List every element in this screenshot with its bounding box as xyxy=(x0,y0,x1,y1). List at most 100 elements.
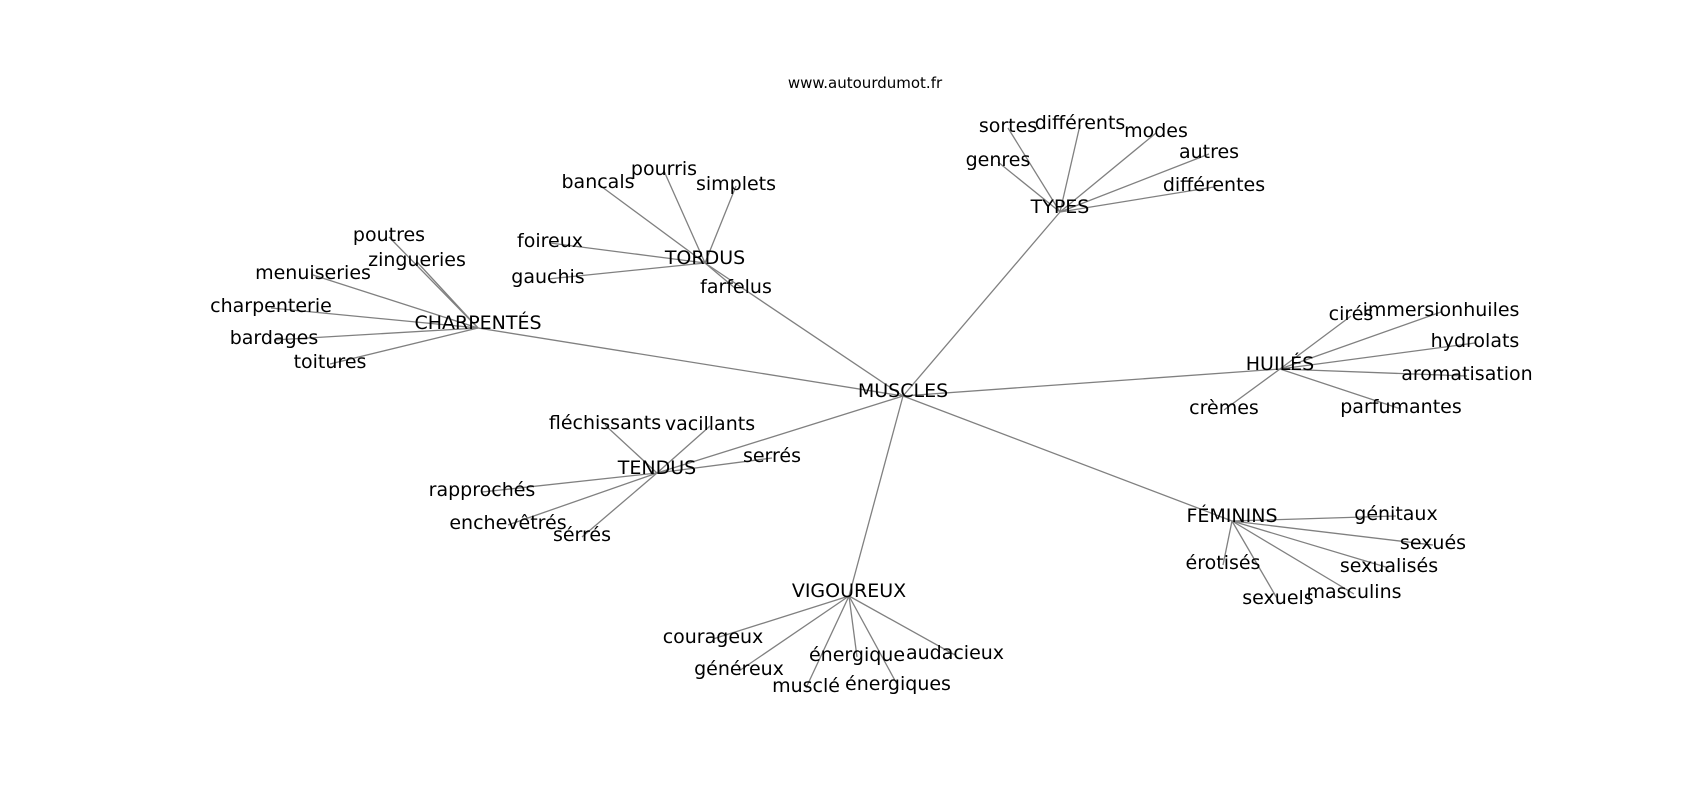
leaf-node-label: énergiques xyxy=(845,673,951,695)
leaf-node-label: pourris xyxy=(631,158,697,180)
leaf-node-label: aromatisation xyxy=(1401,363,1532,385)
leaf-node-label: hydrolats xyxy=(1431,330,1520,352)
edge-feminins-leaf-3 xyxy=(1231,520,1390,569)
edge-root-tordus xyxy=(704,262,904,397)
root-node-label: MUSCLES xyxy=(858,380,948,402)
hub-node-label-tendus: TENDUS xyxy=(617,457,696,479)
edge-vigoureux-leaf-2 xyxy=(848,595,858,658)
edge-huiles-leaf-5 xyxy=(1279,368,1402,410)
leaf-node-label: sexuels xyxy=(1242,587,1313,609)
leaf-node-label: bancals xyxy=(561,171,634,193)
leaf-node-label: sexués xyxy=(1400,532,1466,554)
leaf-node-label: sérrés xyxy=(553,524,611,546)
edge-huiles-leaf-2 xyxy=(1279,342,1476,370)
edge-tordus-leaf-4 xyxy=(547,262,706,280)
edge-vigoureux-leaf-1 xyxy=(738,595,850,672)
leaf-node-label: audacieux xyxy=(906,642,1004,664)
leaf-node-label: gauchis xyxy=(511,266,584,288)
leaf-node-label: autres xyxy=(1179,141,1239,163)
leaf-node-label: masculins xyxy=(1306,581,1401,603)
hub-node-label-vigoureux: VIGOUREUX xyxy=(792,580,906,602)
leaf-node-label: différentes xyxy=(1163,174,1265,196)
edge-types-leaf-5 xyxy=(1059,186,1215,213)
edge-tendus-leaf-2 xyxy=(656,457,773,474)
leaf-node-label: farfelus xyxy=(700,276,772,298)
edge-huiles-leaf-4 xyxy=(1223,368,1281,411)
leaf-node-label: énergique xyxy=(809,644,905,666)
edge-tendus-leaf-0 xyxy=(604,424,658,474)
edge-feminins-leaf-4 xyxy=(1231,520,1355,595)
edge-tordus-leaf-0 xyxy=(597,183,706,264)
leaf-node-label: poutres xyxy=(353,224,425,246)
edge-tendus-leaf-1 xyxy=(656,425,711,474)
edge-tordus-leaf-2 xyxy=(704,185,737,264)
hub-node-label-huiles: HUILÉS xyxy=(1246,352,1314,375)
edge-charpentes-leaf-1 xyxy=(416,261,479,329)
edge-feminins-leaf-5 xyxy=(1231,520,1279,601)
leaf-node-label: crèmes xyxy=(1189,397,1259,419)
edge-feminins-leaf-1 xyxy=(1231,520,1434,546)
edge-huiles-leaf-1 xyxy=(1279,311,1442,370)
leaf-node-label: érotisés xyxy=(1186,552,1261,574)
edge-tordus-leaf-5 xyxy=(704,262,737,290)
edge-charpentes-leaf-2 xyxy=(312,274,479,329)
leaf-node-label: vacillants xyxy=(665,413,755,435)
edge-vigoureux-leaf-5 xyxy=(848,595,899,687)
edge-feminins-leaf-2 xyxy=(1222,520,1233,566)
edge-vigoureux-leaf-0 xyxy=(712,595,850,640)
edge-root-vigoureux xyxy=(848,395,904,597)
leaf-node-label: toitures xyxy=(294,351,367,373)
leaf-node-label: simplets xyxy=(696,173,776,195)
graph-edges xyxy=(270,124,1476,689)
edge-vigoureux-leaf-3 xyxy=(848,595,956,656)
hub-node-label-tordus: TORDUS xyxy=(664,247,745,269)
edge-root-feminins xyxy=(902,395,1233,522)
leaf-node-label: foireux xyxy=(517,230,583,252)
edge-tordus-leaf-3 xyxy=(549,242,706,264)
leaf-node-label: menuiseries xyxy=(255,262,371,284)
leaf-node-label: sexualisés xyxy=(1340,555,1438,577)
edge-tendus-leaf-4 xyxy=(507,472,658,526)
hub-node-label-feminins: FÉMININS xyxy=(1186,504,1277,527)
leaf-node-label: courageux xyxy=(663,626,764,648)
leaf-node-label: génitaux xyxy=(1354,503,1437,525)
edge-tendus-leaf-3 xyxy=(481,472,658,493)
edge-root-huiles xyxy=(902,368,1281,397)
hub-node-label-charpentes: CHARPENTÉS xyxy=(414,311,541,334)
edge-charpentes-leaf-3 xyxy=(270,307,479,329)
leaf-node-label: enchevêtrés xyxy=(449,512,566,534)
leaf-node-label: serrés xyxy=(743,445,801,467)
edge-huiles-leaf-0 xyxy=(1279,315,1352,370)
hub-node-label-types: TYPES xyxy=(1030,196,1090,218)
edge-types-leaf-3 xyxy=(997,161,1061,213)
leaf-node-label: modes xyxy=(1124,120,1188,142)
edge-charpentes-leaf-5 xyxy=(329,327,479,365)
edge-root-types xyxy=(902,211,1061,397)
edge-vigoureux-leaf-4 xyxy=(805,595,850,689)
leaf-node-label: genres xyxy=(966,149,1031,171)
edge-types-leaf-1 xyxy=(1059,124,1081,213)
edge-charpentes-leaf-4 xyxy=(273,327,479,341)
leaf-node-label: charpenterie xyxy=(210,295,332,317)
leaf-node-label: parfumantes xyxy=(1340,396,1461,418)
edge-huiles-leaf-3 xyxy=(1279,368,1468,377)
edge-types-leaf-0 xyxy=(1007,127,1061,213)
graph-labels: www.autourdumot.fr MUSCLESsortesdifféren… xyxy=(210,74,1533,697)
leaf-node-label: musclé xyxy=(772,675,840,697)
leaf-node-label: sortes xyxy=(979,115,1037,137)
leaf-node-label: rapprochés xyxy=(429,479,536,501)
leaf-node-label: fléchissants xyxy=(549,412,661,434)
edge-tendus-leaf-5 xyxy=(581,472,658,538)
edge-feminins-leaf-0 xyxy=(1231,515,1397,522)
edge-root-tendus xyxy=(656,395,904,474)
leaf-node-label: différents xyxy=(1035,112,1126,134)
leaf-node-label: bardages xyxy=(230,327,319,349)
edge-tordus-leaf-1 xyxy=(663,170,706,264)
leaf-node-label: immersionhuiles xyxy=(1363,299,1520,321)
leaf-node-label: cirés xyxy=(1329,303,1374,325)
site-watermark: www.autourdumot.fr xyxy=(788,74,943,92)
leaf-node-label: zingueries xyxy=(368,249,466,271)
edge-root-charpentes xyxy=(477,327,904,397)
edge-types-leaf-4 xyxy=(1059,153,1210,213)
